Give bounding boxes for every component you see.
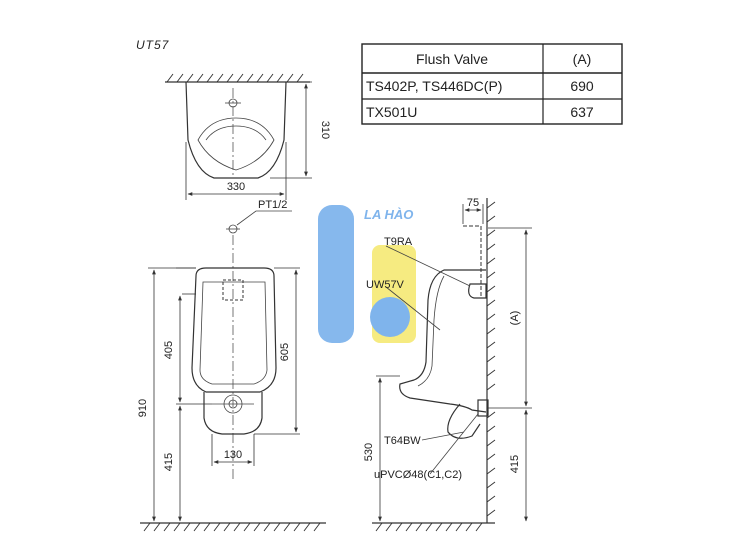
front-view: PT1/2 910 405 415 605 130 bbox=[137, 199, 326, 532]
side-height-dim: 530 bbox=[363, 443, 375, 461]
table-row-2-value: 637 bbox=[570, 104, 594, 120]
side-wall-hatch bbox=[486, 201, 496, 517]
watermark-text: LA HÀO bbox=[364, 207, 413, 222]
inlet-label: PT1/2 bbox=[258, 199, 287, 211]
model-label: UT57 bbox=[136, 38, 170, 52]
trap-label: T64BW bbox=[384, 435, 421, 447]
front-upper-dim: 405 bbox=[163, 341, 175, 359]
valve-label: T9RA bbox=[384, 236, 413, 248]
side-variable-dim: (A) bbox=[509, 311, 521, 326]
front-outlet-width-dim: 130 bbox=[224, 449, 242, 461]
top-view: 310 330 bbox=[165, 73, 331, 200]
table-row-1-value: 690 bbox=[570, 78, 594, 94]
front-inner-dim: 605 bbox=[279, 343, 291, 361]
side-offset-dim: 75 bbox=[467, 197, 479, 209]
side-floor-hatch bbox=[375, 522, 483, 532]
watermark-logo: LA HÀO bbox=[318, 205, 416, 343]
table-row-2-model: TX501U bbox=[366, 104, 417, 120]
pipe-label: uPVCØ48(C1,C2) bbox=[374, 469, 462, 481]
table-row-1-model: TS402P, TS446DC(P) bbox=[366, 78, 502, 94]
side-view: 75 T9RA UW57V T64BW uPVCØ48(C1,C2) 530 (… bbox=[363, 197, 532, 532]
front-lower-dim: 415 bbox=[163, 453, 175, 471]
table-header-flush-valve: Flush Valve bbox=[416, 51, 488, 67]
top-wall-hatch bbox=[166, 73, 304, 83]
watermark-blue-bar bbox=[318, 205, 354, 343]
watermark-blue-dot bbox=[370, 297, 410, 337]
top-depth-dim: 310 bbox=[319, 121, 331, 139]
side-floor-dim: 415 bbox=[509, 455, 521, 473]
model-side-label: UW57V bbox=[366, 279, 405, 291]
table-header-a: (A) bbox=[573, 51, 592, 67]
front-floor-hatch bbox=[143, 522, 321, 532]
flush-valve-table: Flush Valve (A) TS402P, TS446DC(P) 690 T… bbox=[361, 43, 623, 125]
front-height-dim: 910 bbox=[137, 399, 149, 417]
top-width-dim: 330 bbox=[227, 181, 245, 193]
